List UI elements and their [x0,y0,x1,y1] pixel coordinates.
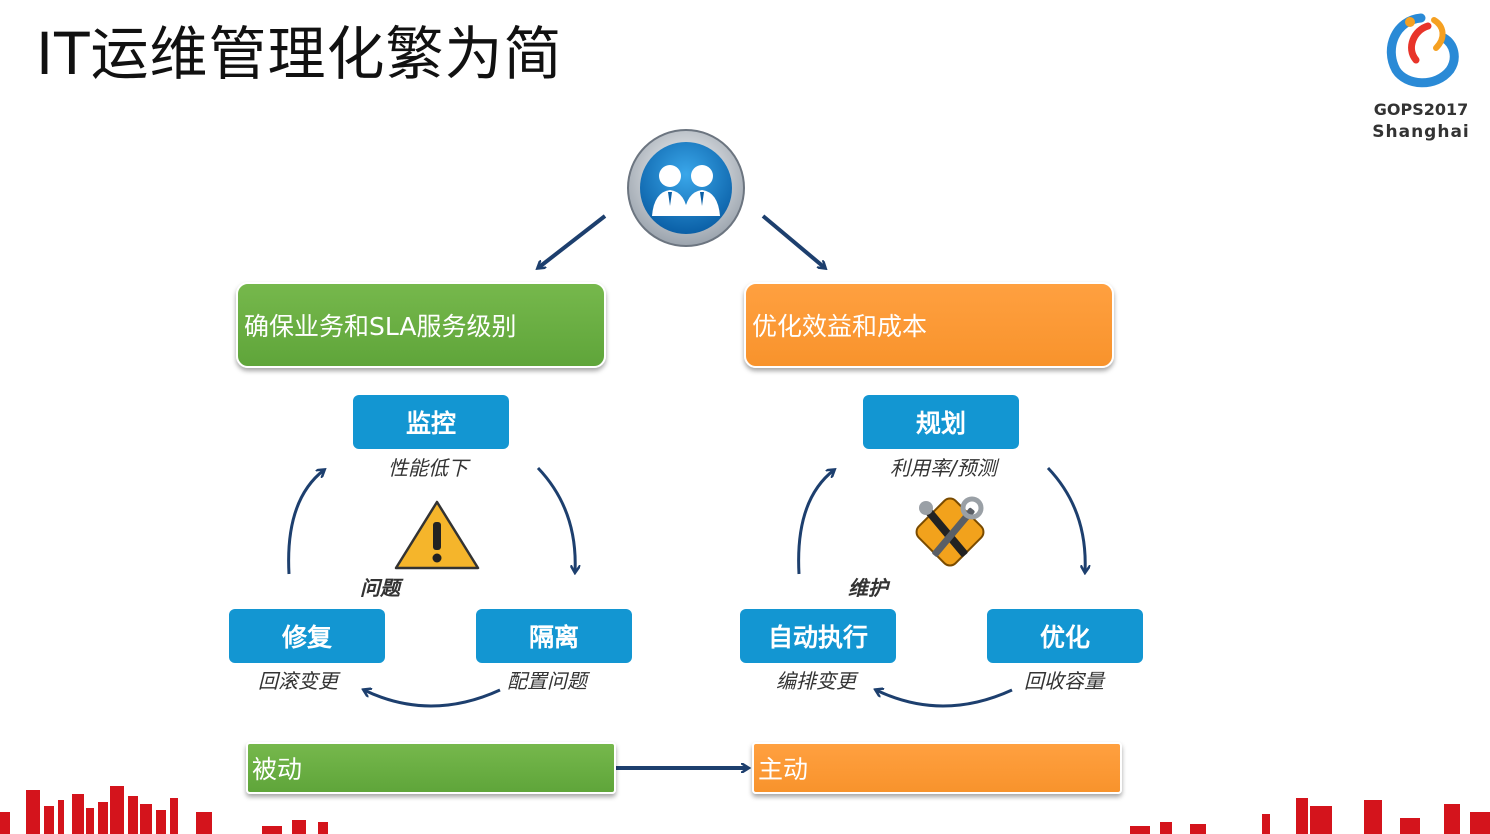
right-cycle-arrow-right [1046,466,1085,572]
passive-label: 被动 [252,755,303,784]
passive-bar: 被动 [246,742,616,794]
step-repair-sub: 回滚变更 [258,669,338,693]
tools-icon [915,496,985,567]
gops-logo: GOPS2017 Shanghai [1366,8,1476,148]
goal-cost: 优化效益和成本 [744,282,1114,368]
page-title: IT运维管理化繁为简 [36,20,563,88]
arrow-to-left-goal [538,214,607,268]
left-cycle-arrow-right [536,466,575,572]
goal-sla: 确保业务和SLA服务级别 [236,282,606,368]
skyline-decoration [0,786,1490,834]
step-plan-sub: 利用率/预测 [890,456,997,480]
active-bar: 主动 [752,742,1122,794]
left-cycle-label: 问题 [360,576,400,600]
goal-sla-label: 确保业务和SLA服务级别 [244,312,517,341]
right-cycle-arrow-bottom [876,690,1013,708]
step-automate: 自动执行 [740,609,896,663]
left-cycle-arrow-left [287,470,324,575]
step-isolate: 隔离 [476,609,632,663]
step-automate-sub: 编排变更 [776,669,856,693]
gops-swirl-icon [1386,13,1459,88]
step-plan: 规划 [863,395,1019,449]
right-cycle-label: 维护 [848,576,888,600]
step-optimize: 优化 [987,609,1143,663]
users-icon [627,129,745,247]
goal-cost-label: 优化效益和成本 [752,312,928,341]
logo-city: Shanghai [1372,122,1470,142]
step-isolate-sub: 配置问题 [507,669,587,693]
warning-icon [394,500,480,570]
logo-brand: GOPS2017 [1373,100,1469,119]
right-cycle-arrow-left [797,470,834,575]
step-repair: 修复 [229,609,385,663]
step-optimize-sub: 回收容量 [1024,669,1104,693]
step-monitor: 监控 [353,395,509,449]
step-monitor-sub: 性能低下 [388,456,468,480]
left-cycle-arrow-bottom [364,690,501,708]
arrow-to-right-goal [761,214,825,268]
active-label: 主动 [758,755,809,784]
